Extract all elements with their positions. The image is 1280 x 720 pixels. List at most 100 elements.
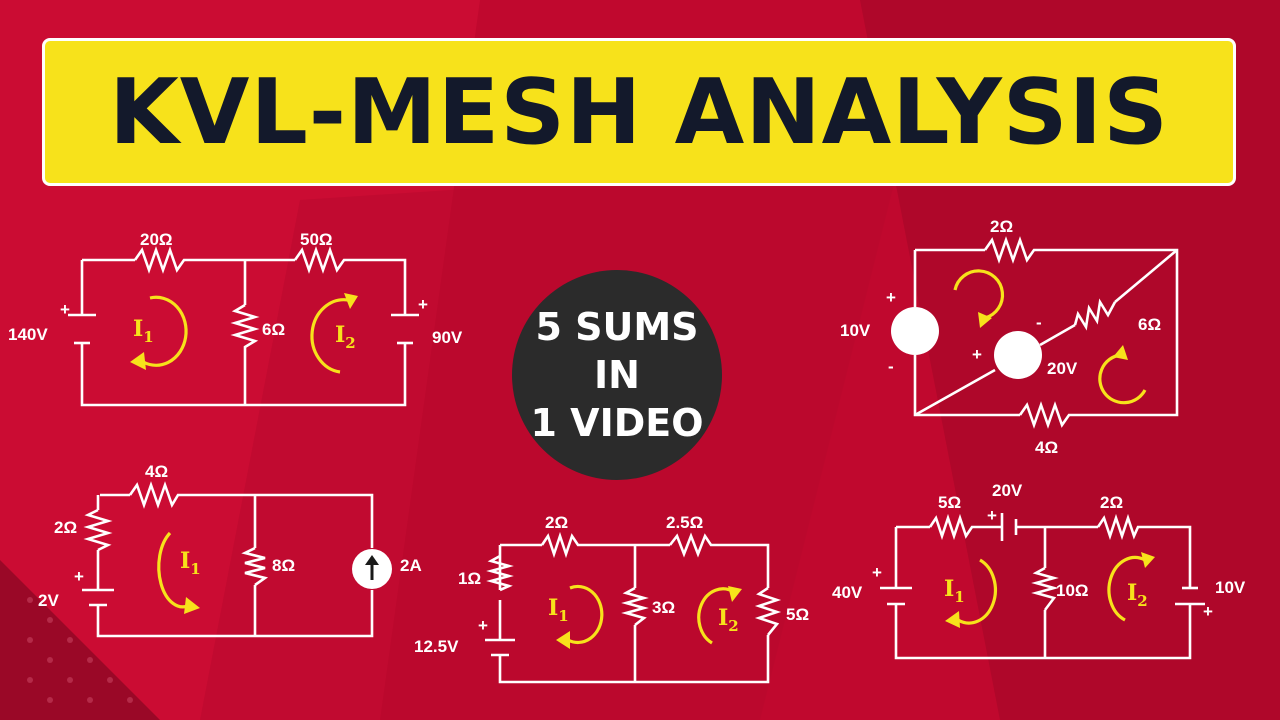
label-40v: 40V (832, 583, 863, 602)
arrowhead-icon (1141, 552, 1155, 568)
mesh-arrow-i2 (1107, 555, 1146, 622)
current-source-up-arrow-icon (365, 555, 379, 580)
plus-sign: + (478, 616, 488, 635)
label-6-ohm: 6Ω (1138, 315, 1161, 334)
resistor-2-ohm (983, 236, 1040, 264)
page-title: KVL-MESH ANALYSIS (109, 59, 1169, 165)
arrowhead-icon (344, 293, 358, 309)
label-10-ohm: 10Ω (1056, 581, 1089, 600)
label-8-ohm: 8Ω (272, 556, 295, 575)
badge-line-1: 5 SUMS (535, 305, 699, 349)
badge-line-3: 1 VIDEO (530, 401, 704, 445)
label-2-ohm: 2Ω (1100, 493, 1123, 512)
circuit-4: 2Ω 2.5Ω 1Ω 3Ω 5Ω 12.5V + I1 I2 (414, 513, 809, 684)
circuit-1: 20Ω 50Ω 6Ω 140V 90V + + I1 I2 (8, 230, 463, 407)
label-12-5v: 12.5V (414, 637, 459, 656)
plus-sign: + (74, 567, 84, 586)
label-20v: 20V (992, 481, 1023, 500)
label-20-ohm: 20Ω (140, 230, 173, 249)
minus-sign: - (1036, 313, 1042, 332)
label-1-ohm: 1Ω (458, 569, 481, 588)
label-140v: 140V (8, 325, 48, 344)
label-2-ohm: 2Ω (54, 518, 77, 537)
plus-sign: + (872, 563, 882, 582)
arrowhead-icon (945, 611, 960, 628)
resistor-2-ohm (540, 531, 580, 559)
battery-10v (1175, 586, 1205, 606)
mesh-current-i1: I1 (133, 316, 154, 346)
mesh-arrow-i1 (957, 558, 997, 625)
resistor-4-ohm (128, 481, 185, 509)
resistor-8-ohm (241, 546, 269, 587)
sums-badge: 5 SUMS IN 1 VIDEO (512, 270, 722, 480)
resistor-1-ohm (486, 554, 514, 592)
label-10v: 10V (840, 321, 871, 340)
arrowhead-icon (728, 586, 742, 602)
mesh-current-i1: I1 (548, 595, 569, 625)
resistor-5-ohm (754, 586, 782, 636)
arrowhead-icon (130, 352, 146, 370)
plus-sign: + (987, 506, 997, 525)
circuit-2: 2Ω 6Ω 4Ω 10V 20V + - + - (840, 217, 1179, 457)
plus-sign: + (972, 345, 982, 364)
plus-sign: + (60, 300, 70, 319)
label-2v: 2V (38, 591, 59, 610)
resistor-6-ohm-diagonal (1073, 298, 1117, 331)
label-3-ohm: 3Ω (652, 598, 675, 617)
battery-12-5v (485, 638, 515, 657)
label-4-ohm: 4Ω (145, 462, 168, 481)
plus-sign: + (1203, 602, 1213, 621)
resistor-2-5-ohm (668, 532, 713, 558)
title-banner: KVL-MESH ANALYSIS (42, 38, 1236, 186)
resistor-4-ohm (1018, 401, 1075, 429)
mesh-current-i2: I2 (1127, 580, 1148, 610)
arrowhead-icon (1113, 345, 1128, 360)
mesh-arrow-2 (1098, 353, 1147, 405)
battery-40v (880, 586, 912, 606)
label-6-ohm: 6Ω (262, 320, 285, 339)
mesh-arrow-i2 (310, 298, 349, 374)
arrowhead-icon (978, 312, 992, 328)
label-20v: 20V (1047, 359, 1078, 378)
resistor-2-ohm (83, 508, 113, 552)
label-4-ohm: 4Ω (1035, 438, 1058, 457)
mesh-arrow-i1 (567, 584, 604, 645)
minus-sign: - (888, 357, 894, 376)
voltage-source-20v (994, 331, 1042, 379)
resistor-20-ohm (133, 246, 190, 274)
label-2-ohm: 2Ω (990, 217, 1013, 236)
mesh-current-i2: I2 (718, 605, 739, 635)
voltage-source-10v (891, 307, 939, 355)
label-10v: 10V (1215, 578, 1246, 597)
label-50-ohm: 50Ω (300, 230, 333, 249)
battery-140v (68, 313, 96, 345)
dot-pattern (27, 597, 133, 703)
mesh-current-i1: I1 (944, 576, 965, 606)
battery-20v (1000, 513, 1018, 541)
resistor-50-ohm (293, 246, 350, 274)
battery-90v (391, 313, 419, 345)
label-2a: 2A (400, 556, 422, 575)
mesh-arrow-i1 (139, 295, 188, 367)
arrowhead-icon (556, 631, 570, 649)
label-5-ohm: 5Ω (938, 493, 961, 512)
plus-sign: + (886, 288, 896, 307)
badge-line-2: IN (594, 353, 640, 397)
circuit-5: 5Ω 20V 2Ω 40V 10Ω 10V + + + I1 I2 (832, 481, 1246, 660)
label-2-ohm: 2Ω (545, 513, 568, 532)
label-90v: 90V (432, 328, 463, 347)
resistor-3-ohm (621, 586, 649, 627)
resistor-6-ohm (230, 303, 260, 355)
mesh-arrow-i2 (697, 587, 735, 645)
battery-2v (82, 588, 114, 607)
mesh-arrow-1 (953, 269, 1005, 320)
mesh-arrow-i1 (157, 531, 191, 609)
resistor-10-ohm (1031, 566, 1059, 611)
resistor-2-ohm (1096, 513, 1140, 541)
arrowhead-icon (184, 597, 200, 614)
mesh-current-i2: I2 (335, 322, 356, 352)
circuit-3: 4Ω 2Ω 8Ω 2V 2A + I1 (38, 462, 422, 638)
label-2-5-ohm: 2.5Ω (666, 513, 703, 532)
label-5-ohm: 5Ω (786, 605, 809, 624)
